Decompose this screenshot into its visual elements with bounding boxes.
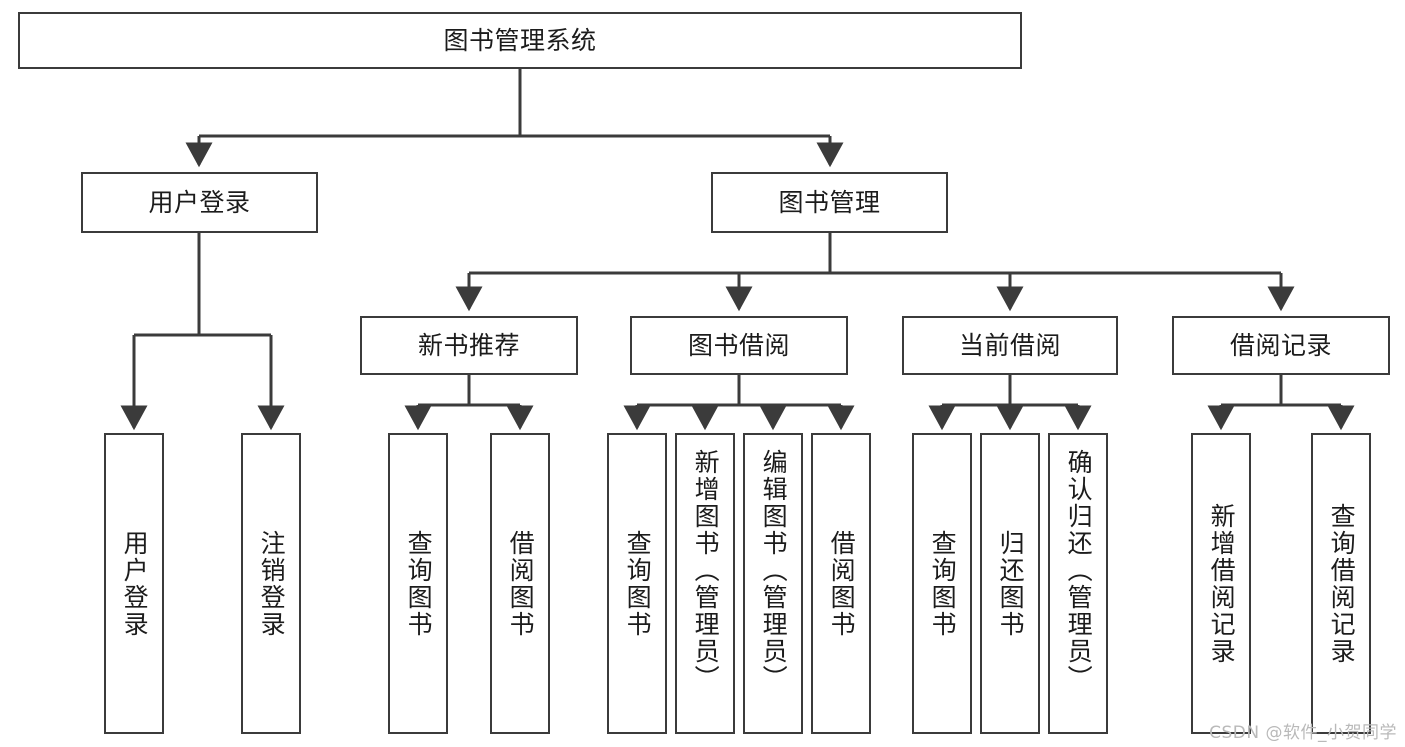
leaf-query-book-current[interactable]: 查询图书 bbox=[912, 433, 972, 734]
node-label: 借阅图书 bbox=[506, 529, 536, 638]
node-new-book-recommend[interactable]: 新书推荐 bbox=[360, 316, 578, 375]
leaf-return-book[interactable]: 归还图书 bbox=[980, 433, 1040, 734]
node-borrow-record[interactable]: 借阅记录 bbox=[1172, 316, 1390, 375]
node-label: 图书借阅 bbox=[687, 330, 790, 360]
node-label: 注销登录 bbox=[257, 529, 287, 638]
leaf-user-logout[interactable]: 注销登录 bbox=[241, 433, 301, 734]
node-current-borrow[interactable]: 当前借阅 bbox=[902, 316, 1118, 375]
node-label: 归还图书 bbox=[996, 529, 1026, 638]
leaf-borrow-book[interactable]: 借阅图书 bbox=[811, 433, 871, 734]
leaf-confirm-return[interactable]: 确认归还（管理员） bbox=[1048, 433, 1108, 734]
node-label: 查询图书 bbox=[623, 529, 653, 638]
node-label: 借阅记录 bbox=[1229, 330, 1332, 360]
node-label: 编辑图书（管理员） bbox=[759, 449, 789, 692]
node-root-system[interactable]: 图书管理系统 bbox=[18, 12, 1022, 69]
node-book-borrow[interactable]: 图书借阅 bbox=[630, 316, 848, 375]
node-book-manage[interactable]: 图书管理 bbox=[711, 172, 948, 233]
leaf-add-book[interactable]: 新增图书（管理员） bbox=[675, 433, 735, 734]
node-label: 查询借阅记录 bbox=[1327, 502, 1357, 665]
node-label: 查询图书 bbox=[404, 529, 434, 638]
node-label: 查询图书 bbox=[928, 529, 958, 638]
node-label: 当前借阅 bbox=[958, 330, 1061, 360]
watermark-text: CSDN @软件_小贺同学 bbox=[1209, 723, 1397, 743]
node-label: 用户登录 bbox=[120, 529, 150, 638]
node-label: 新书推荐 bbox=[417, 330, 520, 360]
leaf-edit-book[interactable]: 编辑图书（管理员） bbox=[743, 433, 803, 734]
node-label: 新增图书（管理员） bbox=[691, 449, 721, 692]
leaf-user-login[interactable]: 用户登录 bbox=[104, 433, 164, 734]
node-user-login[interactable]: 用户登录 bbox=[81, 172, 318, 233]
leaf-add-borrow-record[interactable]: 新增借阅记录 bbox=[1191, 433, 1251, 734]
leaf-query-borrow-record[interactable]: 查询借阅记录 bbox=[1311, 433, 1371, 734]
node-label: 图书管理 bbox=[778, 187, 881, 217]
leaf-query-book-recommend[interactable]: 查询图书 bbox=[388, 433, 448, 734]
node-label: 借阅图书 bbox=[827, 529, 857, 638]
leaf-borrow-book-recommend[interactable]: 借阅图书 bbox=[490, 433, 550, 734]
leaf-query-book-borrow[interactable]: 查询图书 bbox=[607, 433, 667, 734]
node-label: 用户登录 bbox=[148, 187, 251, 217]
node-label: 图书管理系统 bbox=[443, 25, 597, 55]
node-label: 新增借阅记录 bbox=[1207, 502, 1237, 665]
node-label: 确认归还（管理员） bbox=[1064, 449, 1094, 692]
